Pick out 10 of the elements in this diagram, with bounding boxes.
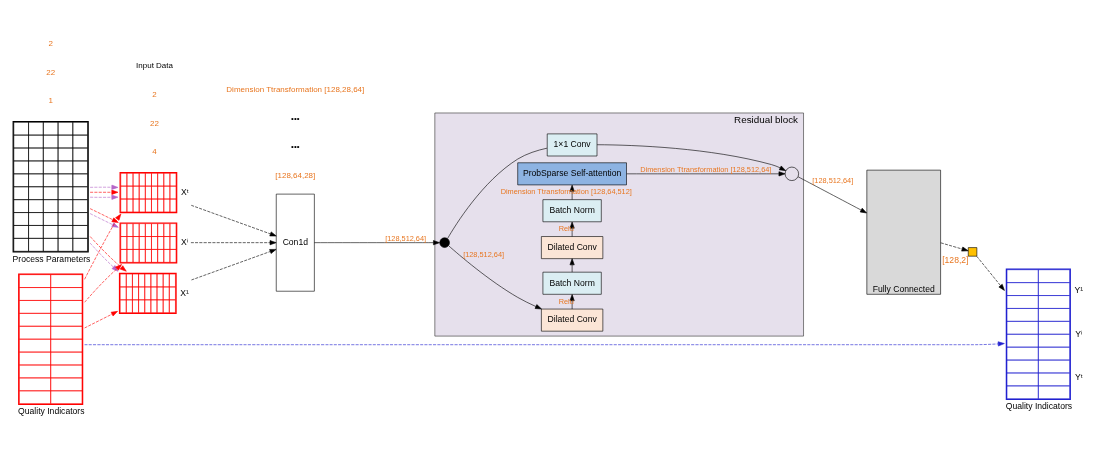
node-label: Xᵗ <box>180 186 189 197</box>
node-label: [128,2] <box>942 254 969 265</box>
node-label: Process Parameters <box>12 253 91 264</box>
node-label: Y¹ <box>1074 284 1084 295</box>
node-label: Yᵗ <box>1074 371 1083 382</box>
node-label: Xⁱ <box>180 236 188 247</box>
node-label: X¹ <box>180 287 189 298</box>
node-label: Quality Indicators <box>1005 400 1073 411</box>
node-label: Yⁱ <box>1075 328 1082 339</box>
node-label: Quality Indicators <box>18 405 85 416</box>
